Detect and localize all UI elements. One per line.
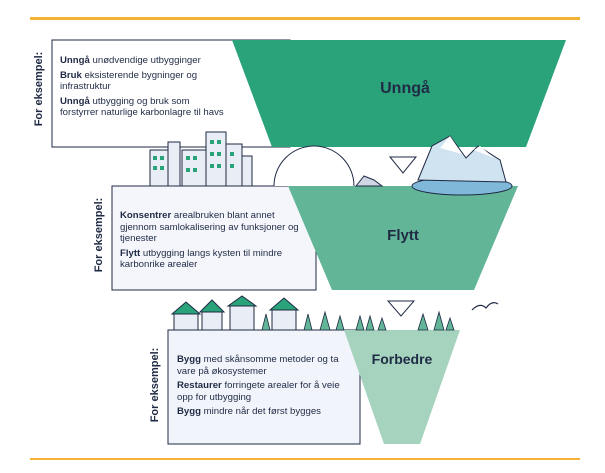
side-label-flytt: For eksempel: [93, 197, 105, 273]
trees-illustration [261, 310, 455, 331]
list-item: Bruk eksisterende bygninger og infrastru… [60, 69, 198, 93]
list-unnga: Unngå unødvendige utbygginger Bruk eksis… [60, 55, 230, 122]
bottom-accent-rule [30, 458, 580, 460]
triangle-flytt [288, 186, 518, 290]
title-forbedre: Forbedre [371, 351, 433, 367]
list-flytt: Konsentrer arealbruken blant annet gjenn… [120, 210, 302, 274]
bird-illustration [471, 302, 499, 311]
list-forbedre: Bygg med skånsomme metoder og ta vare på… [177, 354, 342, 421]
list-item: Unngå utbygging og bruk som forstyrrer n… [60, 95, 224, 119]
down-arrow-1 [388, 156, 418, 174]
title-flytt: Flytt [387, 227, 419, 244]
side-label-unnga: For eksempel: [33, 51, 45, 127]
triangle-unnga [232, 40, 566, 147]
list-item: Konsentrer arealbruken blant annet gjenn… [120, 210, 299, 245]
title-unnga: Unngå [380, 80, 430, 97]
side-label-forbedre: For eksempel: [149, 347, 161, 423]
triangle-forbedre [344, 330, 460, 444]
list-item: Bygg med skånsomme metoder og ta vare på… [177, 354, 339, 377]
city-buildings-illustration [149, 131, 253, 187]
shoreline-debris [354, 175, 384, 187]
down-arrow-2 [386, 300, 416, 317]
top-accent-rule [30, 17, 580, 20]
iceberg-illustration [411, 135, 513, 196]
sun-dome-illustration [273, 145, 355, 187]
list-item: Flytt utbygging langs kysten til mindre … [120, 247, 283, 271]
list-item: Bygg mindre når det først bygges [177, 406, 321, 418]
list-item: Unngå unødvendige utbygginger [60, 55, 201, 66]
list-item: Restaurer forringete arealer for å veie … [177, 380, 340, 403]
houses-illustration [170, 295, 300, 331]
